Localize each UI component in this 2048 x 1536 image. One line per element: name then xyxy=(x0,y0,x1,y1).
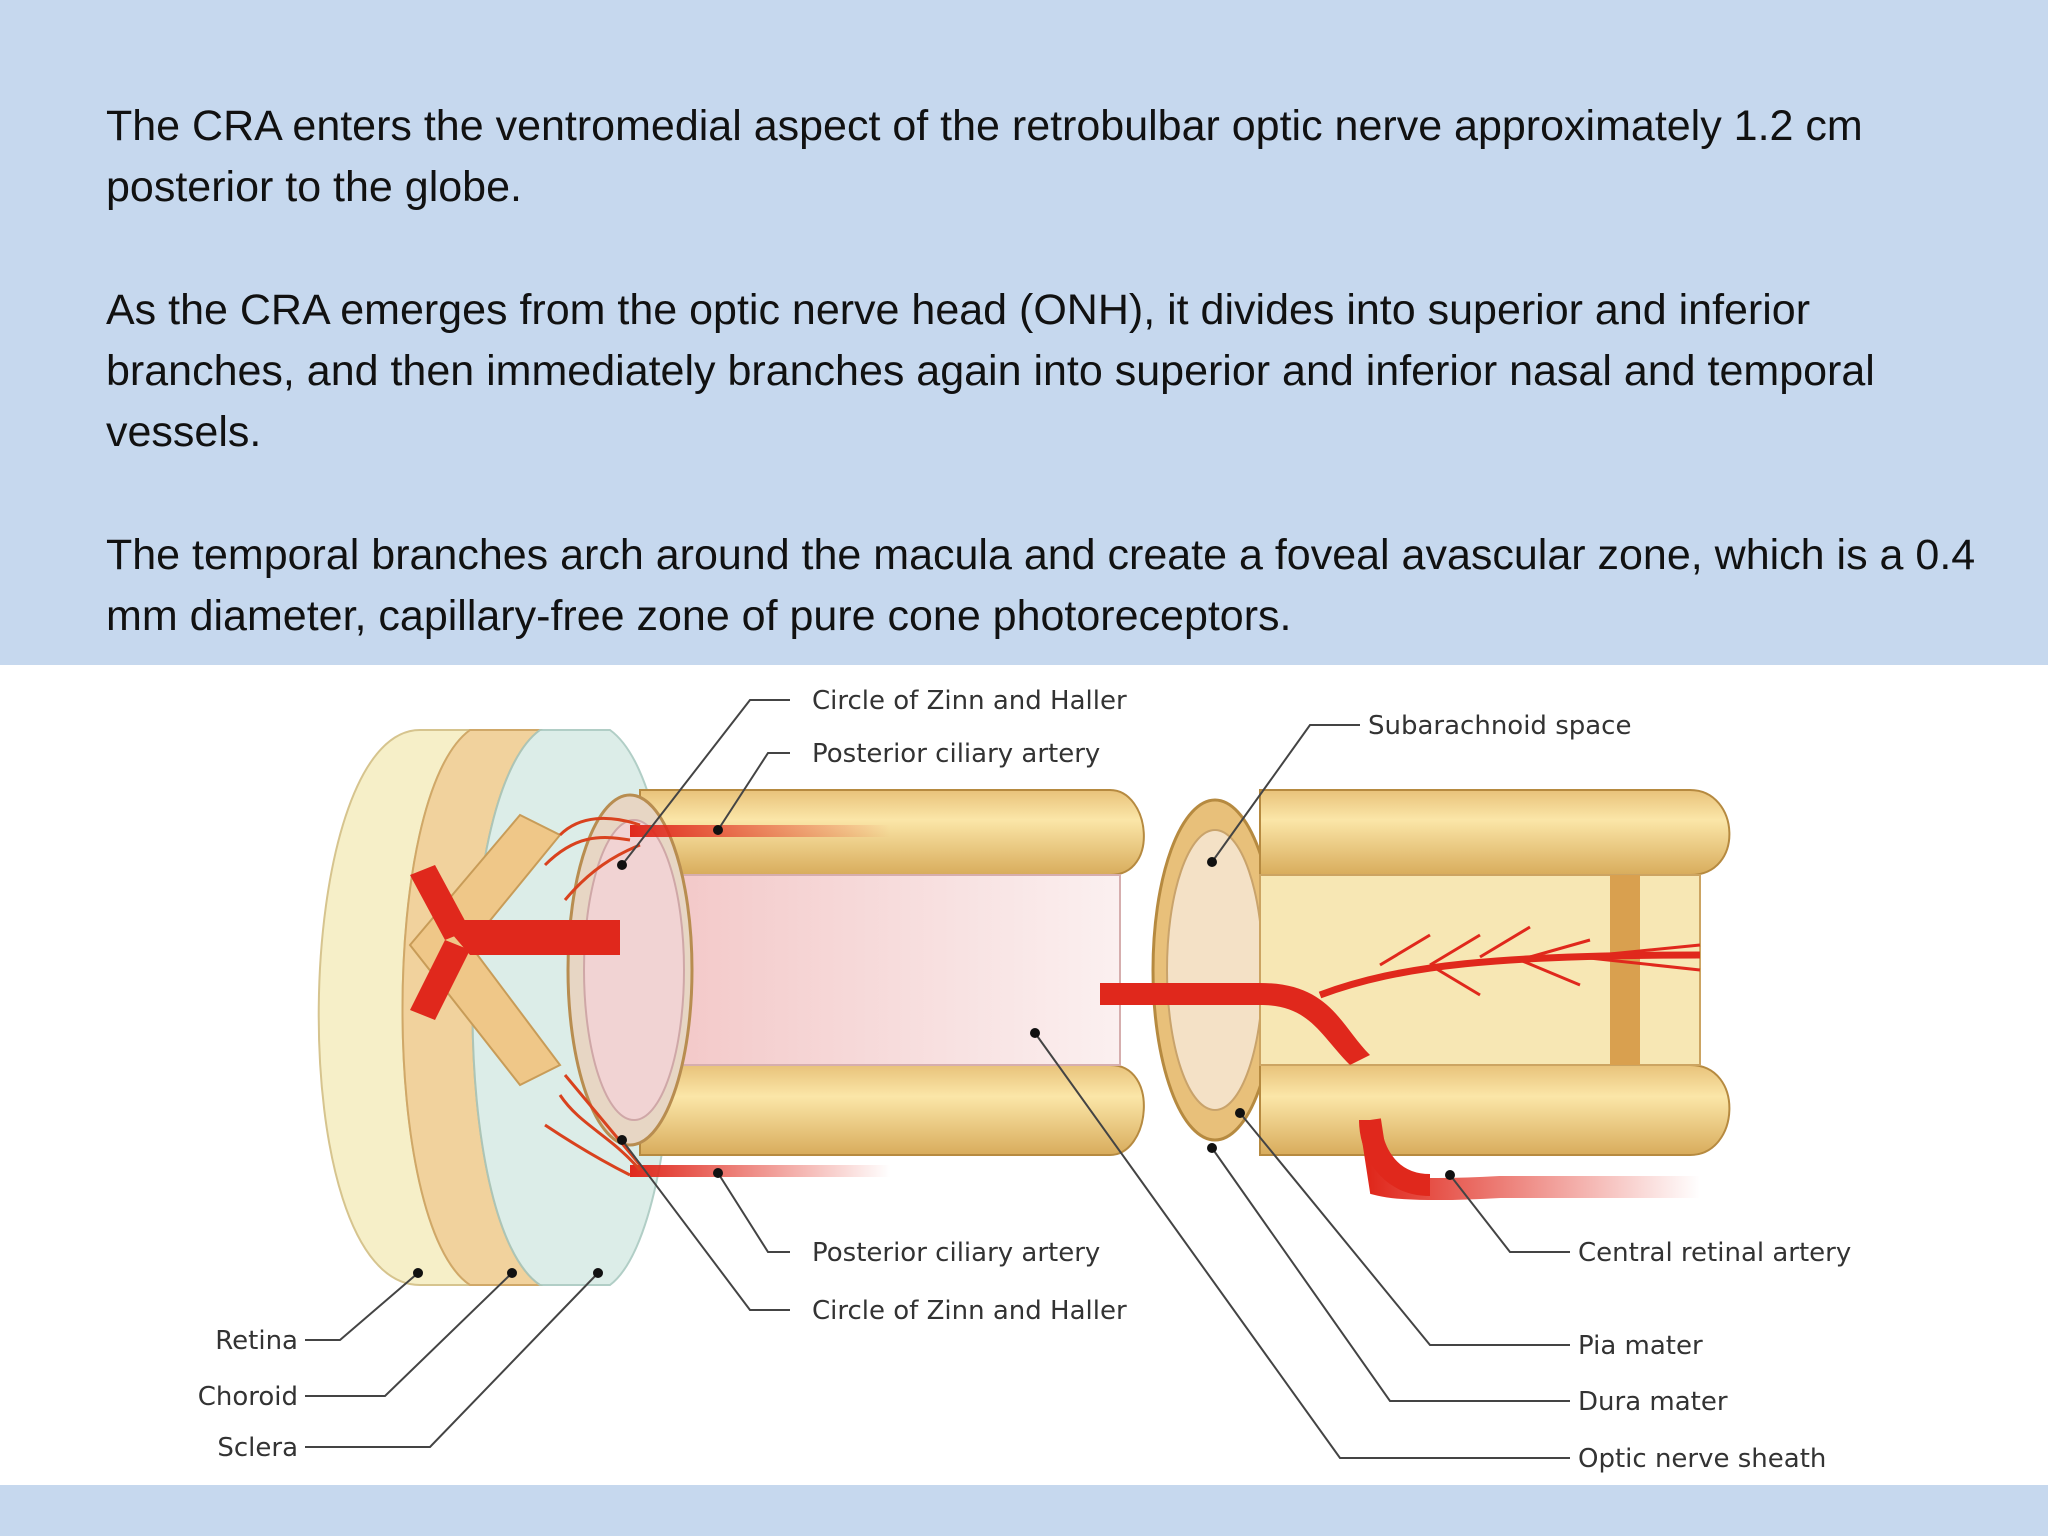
diagram-labels: Circle of Zinn and Haller Posterior cili… xyxy=(198,686,1852,1474)
label-dura-mater: Dura mater xyxy=(1578,1387,1728,1417)
posterior-ciliary-artery-lower xyxy=(630,1165,890,1177)
label-central-retinal-artery: Central retinal artery xyxy=(1578,1238,1851,1268)
label-retina: Retina xyxy=(215,1326,298,1356)
label-choroid: Choroid xyxy=(198,1382,298,1412)
left-nerve-segment xyxy=(566,789,1145,1156)
leader-lines xyxy=(305,699,1570,1459)
central-retinal-artery-trunk xyxy=(440,920,620,955)
paragraph-cra-entry: The CRA enters the ventromedial aspect o… xyxy=(106,102,1863,211)
label-posterior-ciliary-artery-top: Posterior ciliary artery xyxy=(812,739,1100,769)
label-subarachnoid-space: Subarachnoid space xyxy=(1368,711,1631,741)
label-circle-zinn-haller-top: Circle of Zinn and Haller xyxy=(812,686,1127,716)
paragraph-cra-branches: As the CRA emerges from the optic nerve … xyxy=(106,286,1875,456)
leader-dots xyxy=(413,825,1455,1278)
arteries xyxy=(410,816,1701,1201)
label-posterior-ciliary-artery-bottom: Posterior ciliary artery xyxy=(812,1238,1100,1268)
label-optic-nerve-sheath: Optic nerve sheath xyxy=(1578,1444,1826,1474)
posterior-ciliary-artery-upper xyxy=(630,825,890,837)
label-pia-mater: Pia mater xyxy=(1578,1331,1703,1361)
optic-nerve-diagram: Circle of Zinn and Haller Posterior cili… xyxy=(0,665,2048,1485)
label-sclera: Sclera xyxy=(217,1433,298,1463)
slide-text: The CRA enters the ventromedial aspect o… xyxy=(106,96,1986,709)
label-circle-zinn-haller-bottom: Circle of Zinn and Haller xyxy=(812,1296,1127,1326)
paragraph-foveal-zone: The temporal branches arch around the ma… xyxy=(106,531,1976,640)
